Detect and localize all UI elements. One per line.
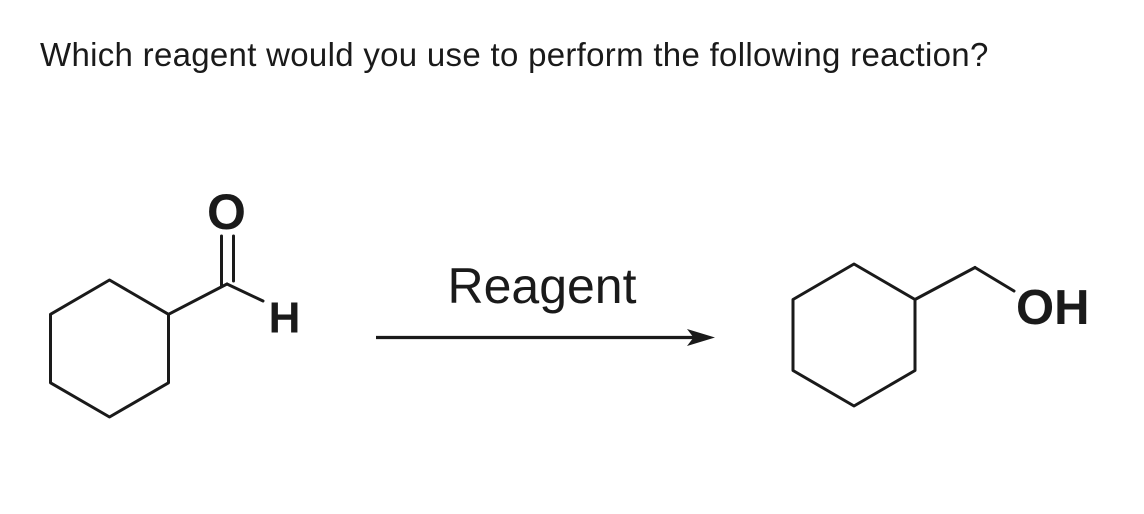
carbonyl-oxygen-label: O	[207, 184, 246, 240]
reaction-arrow-head-icon	[687, 329, 715, 346]
aldehyde-h-bond	[225, 282, 265, 303]
product-cyclohexane-ring	[791, 262, 917, 408]
ch2-to-oh-bond	[973, 266, 1016, 293]
product-structure: OH	[791, 262, 1090, 408]
reagent-label: Reagent	[447, 258, 636, 314]
reaction-arrow: Reagent	[376, 258, 715, 346]
ring-to-carbonyl-bond	[167, 282, 229, 316]
question-text: Which reagent would you use to perform t…	[40, 36, 989, 73]
reactant-cyclohexane-ring	[49, 278, 170, 419]
aldehyde-hydrogen-label: H	[269, 294, 301, 343]
hydroxyl-label: OH	[1016, 281, 1090, 335]
ring-to-ch2-bond	[913, 266, 977, 301]
reactant-structure: O H	[49, 184, 301, 419]
